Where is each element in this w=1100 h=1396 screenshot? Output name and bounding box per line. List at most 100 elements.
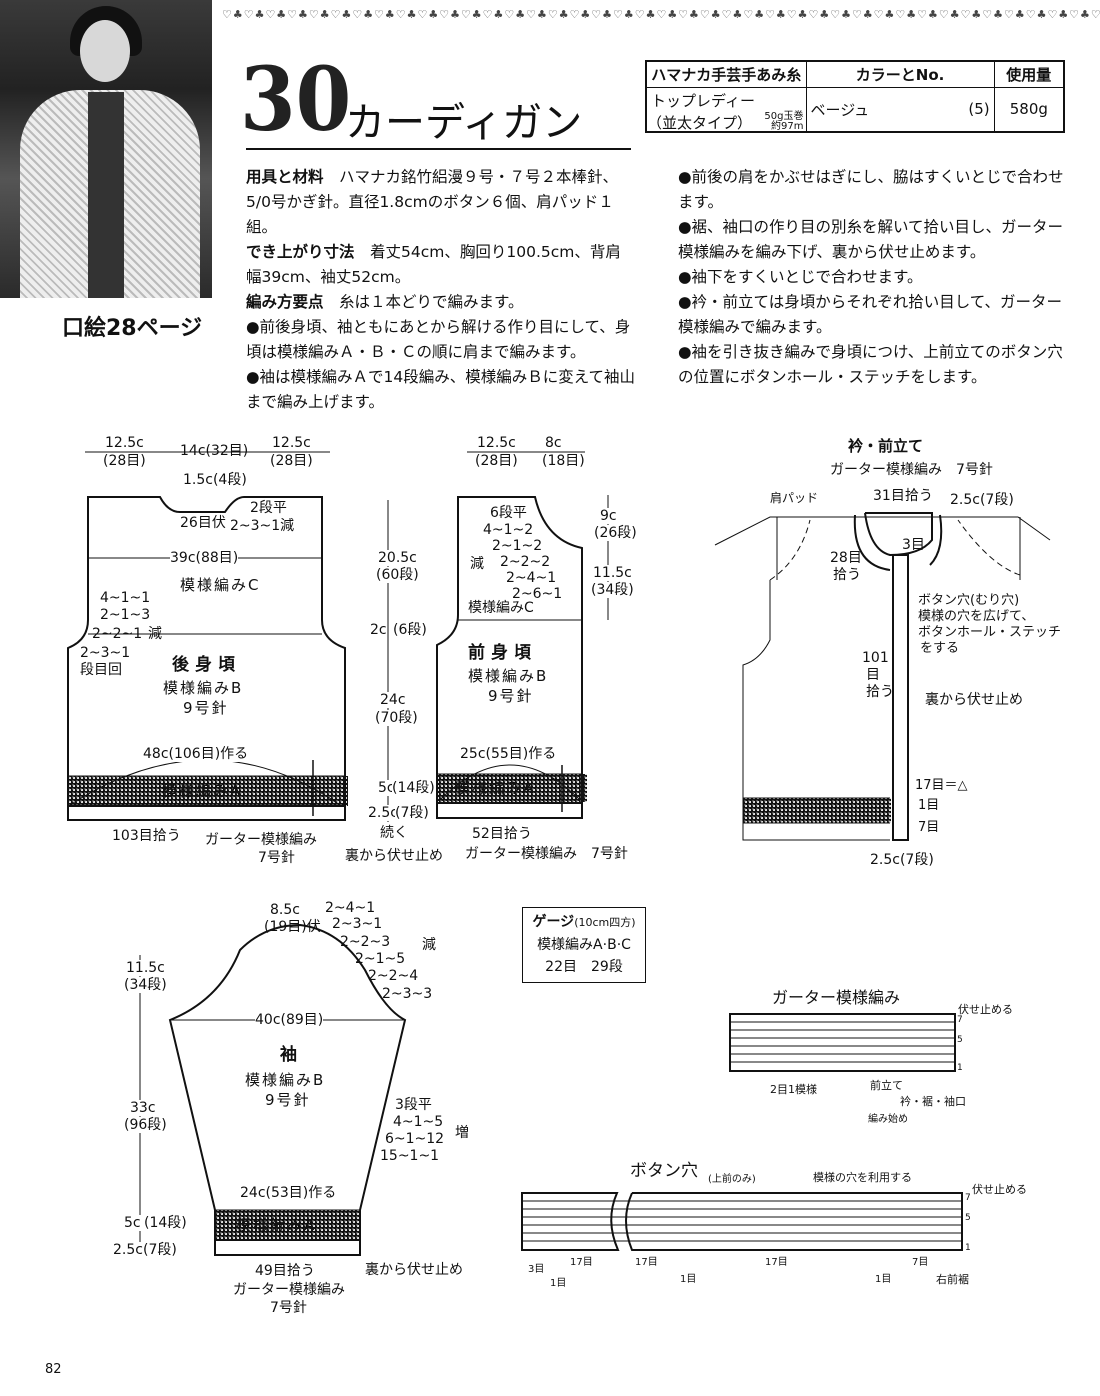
yarn-ball: 50g玉巻 — [764, 111, 804, 122]
pickup-label: 28目 — [830, 550, 862, 566]
shaping-label: 段目回 — [80, 662, 122, 678]
dim-label: 5c — [124, 1215, 141, 1231]
yarn-type: （並太タイプ） — [647, 114, 753, 132]
stitch-label: ガーター模様編み — [233, 1282, 345, 1298]
gauge-title: ゲージ — [532, 914, 575, 930]
header-yarn: ハマナカ手芸手あみ糸 — [645, 60, 807, 88]
header-amount: 使用量 — [993, 60, 1065, 88]
gauge-pattern: 模様編みA·B·C — [537, 937, 631, 953]
title-underline — [246, 148, 631, 150]
shaping-label: 2~3~1 — [80, 645, 131, 661]
pattern-number: 30 — [240, 47, 352, 151]
gauge-box: ゲージ(10cm四方) 模様編みA·B·C 22目 29段 — [522, 907, 646, 983]
count-label: 17目 — [765, 1257, 788, 1268]
chart-title: ボタン穴 — [630, 1161, 698, 1181]
count-label: 3目 — [902, 537, 925, 553]
shaping-label: 2~2~4 — [368, 968, 419, 984]
instruction-item: ●袖を引き抜き編みで身頃につけ、上前立てのボタン穴の位置にボタンホール・ステッチ… — [678, 343, 1063, 386]
pickup-label: 103目拾う — [112, 828, 181, 844]
shaping-label: 2~3~1 — [332, 916, 383, 932]
shaping-label: 2~4~1 — [506, 570, 557, 586]
yarn-name: トップレディー — [651, 92, 755, 110]
garter-chart-grid — [729, 1013, 956, 1072]
shaping-label: 6~1~12 — [385, 1131, 445, 1147]
shaping-label: 2~2~1 — [92, 626, 143, 642]
gauge-unit: (10cm四方) — [574, 916, 636, 929]
dim-label: (7段) — [395, 805, 429, 821]
row-number: 5 — [957, 1035, 963, 1045]
dim-label: (34段) — [124, 977, 167, 993]
yarn-table: ハマナカ手芸手あみ糸カラーとNo.使用量 トップレディー （並太タイプ） 50g玉巻… — [645, 60, 1065, 133]
dim-label: (28目) — [475, 453, 518, 469]
buttonhole-note: 模様の穴を広げて、 — [918, 609, 1035, 624]
row-number: 7 — [965, 1193, 971, 1203]
count-label: 3目 — [528, 1264, 545, 1275]
front-band-label: 前立て — [870, 1079, 903, 1092]
photo-caption: 口絵28ページ — [62, 316, 203, 341]
shaping-label: 2~1~3 — [100, 607, 151, 623]
needle-label: 9号針 — [265, 1091, 311, 1109]
dim-label: (96段) — [124, 1117, 167, 1133]
dim-label: 5c — [378, 780, 395, 796]
count-label: 17目 — [635, 1257, 658, 1268]
note-label: 裏から伏せ止め — [345, 848, 443, 864]
stitch-label: 模様編みB — [163, 679, 244, 697]
dim-label: (28目) — [103, 453, 146, 469]
instructions-right: ●前後の肩をかぶせはぎにし、脇はすくいとじで合わせます。 ●裾、袖口の作り目の別… — [678, 165, 1068, 390]
instruction-item: ●前後身頃、袖ともにあとから解ける作り目にして、身頃は模様編みＡ・Ｂ・Ｃの順に肩… — [246, 318, 631, 361]
instruction-item: ●袖は模様編みＡで14段編み、模様編みＢに変えて袖山まで編み上げます。 — [246, 368, 635, 411]
edge-label: 右前裾 — [936, 1273, 969, 1286]
size-label: でき上がり寸法 — [246, 243, 355, 261]
dim-label: 12.5c — [477, 435, 516, 451]
shaping-label: 4~1~2 — [483, 522, 534, 538]
tools-text: ハマナカ銘竹絽漫９号・７号２本棒針、5/0号かぎ針。直径1.8cmのボタン６個、… — [246, 168, 619, 236]
shaping-label: 15~1~1 — [380, 1148, 440, 1164]
shaping-label: 減 — [470, 556, 484, 572]
shaping-label: 3段平 — [395, 1097, 432, 1113]
piece-title: 袖 — [280, 1045, 303, 1065]
tools-label: 用具と材料 — [246, 168, 324, 186]
chart-note: (上前のみ) — [708, 1174, 756, 1185]
dim-label: (34段) — [591, 582, 634, 598]
stitch-label: 模様編みB — [245, 1071, 326, 1089]
instruction-item: ●袖下をすくいとじで合わせます。 — [678, 268, 923, 286]
note-label: 裏から伏せ止め — [365, 1262, 463, 1278]
dim-label: 9c — [600, 508, 617, 524]
dim-label: 12.5c — [272, 435, 311, 451]
start-label: 編み始め — [868, 1114, 908, 1125]
page-title: カーディガン — [345, 100, 583, 146]
buttonhole-note: ボタンホール・ステッチ — [918, 625, 1062, 640]
stitch-label: 模様編みA — [455, 779, 536, 797]
shaping-label: 2~3~1減 — [230, 518, 295, 534]
count-label: 7目 — [912, 1257, 929, 1268]
pickup-label: 101 — [862, 650, 889, 666]
dim-label: 39c(88目) — [170, 550, 239, 566]
stitch-label: 模様編みC — [468, 600, 534, 616]
gauge-rows: 29段 — [591, 959, 623, 975]
page-number: 82 — [45, 1362, 62, 1377]
dim-label: 8c — [545, 435, 562, 451]
points-text: 糸は１本どりで編みます。 — [339, 293, 524, 311]
pickup-label: 拾う — [866, 684, 894, 700]
dim-label: 14c(32目) — [180, 443, 249, 459]
instructions-left: 用具と材料 ハマナカ銘竹絽漫９号・７号２本棒針、5/0号かぎ針。直径1.8cmの… — [246, 165, 636, 415]
shaping-label: 2~6~1 — [512, 586, 563, 602]
collar-shape — [714, 512, 1051, 841]
shaping-label: 26目伏 — [180, 515, 226, 531]
buttonhole-chart-grid — [521, 1192, 963, 1251]
stitch-label: 模様編みB — [468, 667, 549, 685]
dim-label: 2.5c — [368, 805, 398, 821]
count-label: 1目 — [875, 1274, 892, 1285]
shaping-label: 2段平 — [250, 500, 287, 516]
stitch-label: ガーター模様編み — [205, 832, 317, 848]
dim-label: 2c — [370, 622, 387, 638]
color-number: (5) — [956, 87, 995, 132]
pickup-label: 目 — [866, 667, 880, 683]
diagram-title: 衿・前立て — [848, 437, 924, 455]
header-color: カラーとNo. — [805, 60, 995, 88]
note-label: 続く — [380, 825, 408, 841]
shaping-label: 2~2~2 — [500, 554, 551, 570]
pickup-label: 31目拾う — [873, 488, 933, 504]
dim-label: (14段) — [392, 780, 435, 796]
stitch-label: ガーター模様編み 7号針 — [465, 846, 628, 862]
